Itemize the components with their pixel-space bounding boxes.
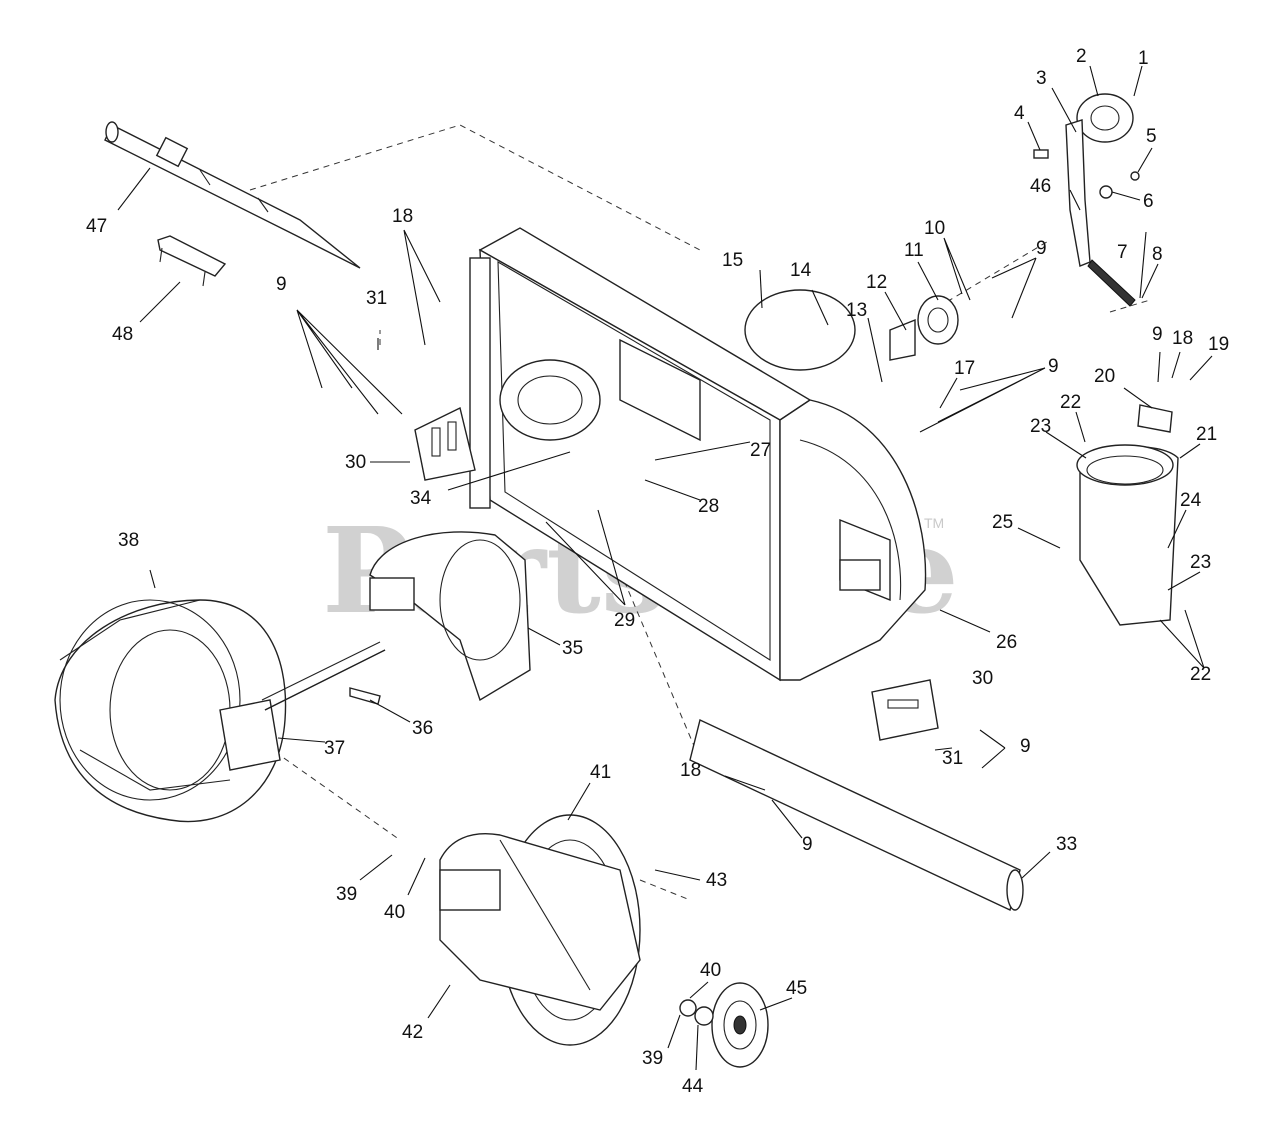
auger-housing: [469, 227, 927, 682]
chute-control-linkage: [1033, 93, 1140, 307]
callout-44: 44: [682, 1076, 704, 1097]
bracket: [157, 235, 227, 287]
callout-26: 26: [996, 632, 1017, 653]
callout-39-b: 39: [642, 1048, 663, 1069]
callout-3: 3: [1036, 68, 1047, 89]
callout-29: 29: [614, 610, 635, 631]
callout-22-a: 22: [1060, 392, 1081, 413]
callout-28: 28: [698, 496, 719, 517]
callout-9-e: 9: [1020, 736, 1031, 757]
callout-31-a: 31: [366, 288, 387, 309]
callout-9-b: 9: [276, 274, 287, 295]
discharge-chute: [1076, 404, 1179, 626]
pulley: [711, 982, 769, 1068]
frame-bar: [689, 719, 1024, 911]
callout-25: 25: [992, 512, 1013, 533]
callout-19: 19: [1208, 334, 1229, 355]
callout-18-c: 18: [680, 760, 701, 781]
watermark-trademark: TM: [924, 515, 944, 531]
callout-9-d: 9: [1152, 324, 1163, 345]
callout-21: 21: [1196, 424, 1217, 445]
callout-45: 45: [786, 978, 807, 999]
bearing-plate: [889, 295, 959, 361]
callout-9-f: 9: [802, 834, 813, 855]
callout-18-a: 18: [392, 206, 413, 227]
skid-shoe-left: [414, 406, 476, 481]
bearing-2: [694, 1006, 714, 1026]
callout-39-a: 39: [336, 884, 357, 905]
callout-30-b: 30: [972, 668, 993, 689]
callout-10: 10: [924, 218, 945, 239]
callout-20: 20: [1094, 366, 1115, 387]
callout-43: 43: [706, 870, 727, 891]
callout-15: 15: [722, 250, 743, 271]
callout-37: 37: [324, 738, 345, 759]
callout-48: 48: [112, 324, 133, 345]
callout-41: 41: [590, 762, 611, 783]
callout-5: 5: [1146, 126, 1157, 147]
callout-34: 34: [410, 488, 432, 509]
callout-40-a: 40: [384, 902, 405, 923]
callout-23-a: 23: [1030, 416, 1051, 437]
callout-40-b: 40: [700, 960, 721, 981]
callout-1: 1: [1138, 48, 1149, 69]
callout-labels: 1 2 3 4 5 6 7 8 9 9 9 9 9 9 10 11 12 13 …: [86, 46, 1229, 1097]
callout-38: 38: [118, 530, 139, 551]
key-part: [349, 687, 381, 705]
bearing: [679, 999, 697, 1017]
auger-assembly: [54, 599, 386, 823]
callout-17: 17: [954, 358, 975, 379]
callout-22-b: 22: [1190, 664, 1211, 685]
callout-9-a: 9: [1036, 238, 1047, 259]
callout-18-b: 18: [1172, 328, 1193, 349]
skid-shoe-right: [871, 679, 939, 741]
callout-2: 2: [1076, 46, 1087, 67]
callout-6: 6: [1143, 191, 1154, 212]
callout-33: 33: [1056, 834, 1077, 855]
callout-31-b: 31: [942, 748, 963, 769]
callout-24: 24: [1180, 490, 1202, 511]
callout-9-c: 9: [1048, 356, 1059, 377]
callout-30-a: 30: [345, 452, 366, 473]
callout-7: 7: [1117, 242, 1128, 263]
callout-35: 35: [562, 638, 583, 659]
callout-47: 47: [86, 216, 107, 237]
callout-11: 11: [904, 240, 924, 261]
impeller: [439, 814, 641, 1046]
callout-14: 14: [790, 260, 812, 281]
callout-23-b: 23: [1190, 552, 1211, 573]
callout-46: 46: [1030, 176, 1051, 197]
callout-4: 4: [1014, 103, 1025, 124]
callout-36: 36: [412, 718, 433, 739]
leader-lines: [117, 65, 1213, 1071]
callout-12: 12: [866, 272, 887, 293]
callout-27: 27: [750, 440, 771, 461]
callout-13: 13: [846, 300, 867, 321]
callout-8: 8: [1152, 244, 1163, 265]
callout-42: 42: [402, 1022, 423, 1043]
impeller-housing: [369, 531, 531, 702]
drive-shaft: [104, 121, 361, 269]
